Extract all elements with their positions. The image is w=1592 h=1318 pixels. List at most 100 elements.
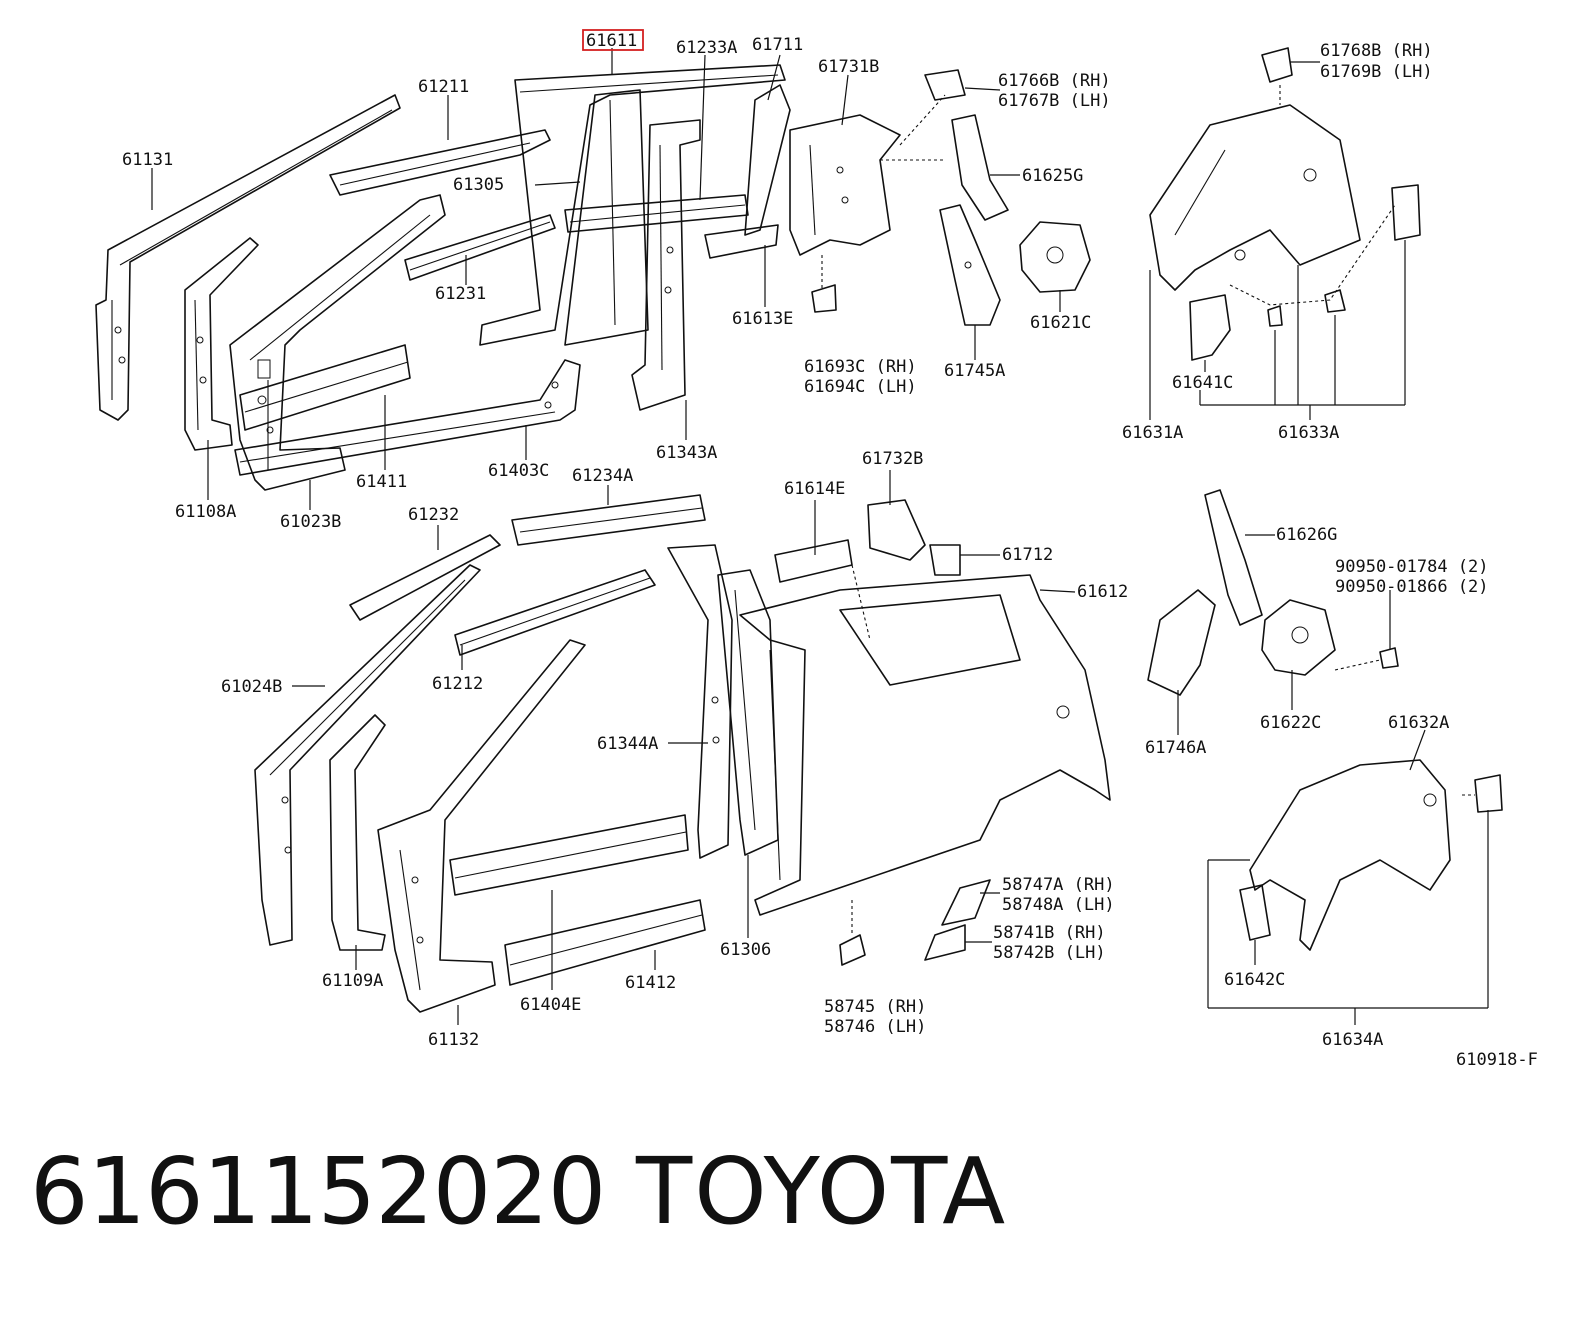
label-61109A[interactable]: 61109A [322, 971, 383, 991]
dashed-guides [821, 85, 1475, 935]
part-61232-drawing [349, 534, 501, 621]
label-58742B[interactable]: 58742B (LH) [993, 943, 1106, 963]
label-61694C[interactable]: 61694C (LH) [804, 377, 917, 397]
part-61404E-drawing [449, 814, 689, 896]
label-61642C[interactable]: 61642C [1224, 970, 1285, 990]
footer-brand-name: TOYOTA [636, 1138, 1008, 1245]
label-58748A[interactable]: 58748A (LH) [1002, 895, 1115, 915]
label-61234A[interactable]: 61234A [572, 466, 633, 486]
part-61622C-drawing [1261, 599, 1336, 676]
label-61768B[interactable]: 61768B (RH) [1320, 41, 1433, 61]
label-61233A[interactable]: 61233A [676, 38, 737, 58]
part-61766B-drawing [924, 69, 966, 101]
part-58747A-drawing [941, 879, 991, 926]
label-61232[interactable]: 61232 [408, 505, 459, 525]
part-61731B-drawing [789, 114, 901, 256]
label-61024B[interactable]: 61024B [221, 677, 282, 697]
label-58747A[interactable]: 58747A (RH) [1002, 875, 1115, 895]
part-61745A-drawing [939, 204, 1001, 326]
label-61306[interactable]: 61306 [720, 940, 771, 960]
part-61412-drawing [504, 899, 706, 986]
part-61212-drawing [454, 569, 656, 656]
part-61131-drawing [95, 94, 401, 421]
part-61632A-drawing [1249, 759, 1503, 951]
label-90950-01866[interactable]: 90950-01866 (2) [1335, 577, 1489, 597]
label-61131[interactable]: 61131 [122, 150, 173, 170]
part-61024B-drawing [254, 564, 481, 946]
part-61633A-drawing [1267, 184, 1421, 327]
part-61305-drawing [564, 194, 749, 233]
part-61403C-drawing [234, 359, 581, 476]
label-61622C[interactable]: 61622C [1260, 713, 1321, 733]
part-61712-drawing [929, 544, 961, 576]
label-61412[interactable]: 61412 [625, 973, 676, 993]
footer: 6161152020 TOYOTA [30, 1138, 1570, 1248]
label-61404E[interactable]: 61404E [520, 995, 581, 1015]
part-61612-drawing [739, 574, 1111, 916]
part-61343A-drawing [631, 119, 701, 411]
part-61611-drawing [479, 64, 786, 346]
part-61641C-drawing [1189, 294, 1231, 361]
label-61711[interactable]: 61711 [752, 35, 803, 55]
part-61108A-drawing [184, 237, 259, 451]
label-61211[interactable]: 61211 [418, 77, 469, 97]
label-61766B[interactable]: 61766B (RH) [998, 71, 1111, 91]
label-61403C[interactable]: 61403C [488, 461, 549, 481]
label-61641C[interactable]: 61641C [1172, 373, 1233, 393]
leader-lines [151, 48, 1489, 1025]
part-61109A-drawing [329, 714, 386, 951]
part-61234A-drawing [511, 494, 706, 546]
label-61731B[interactable]: 61731B [818, 57, 879, 77]
label-61613E[interactable]: 61613E [732, 309, 793, 329]
label-61693C[interactable]: 61693C (RH) [804, 357, 917, 377]
part-61023B-drawing [229, 194, 446, 491]
part-58745-drawing [839, 934, 866, 966]
part-61621C-drawing [1019, 221, 1091, 293]
label-90950-01784[interactable]: 90950-01784 (2) [1335, 557, 1489, 577]
label-61212[interactable]: 61212 [432, 674, 483, 694]
part-61231-drawing [404, 214, 556, 281]
label-61344A[interactable]: 61344A [597, 734, 658, 754]
label-61231[interactable]: 61231 [435, 284, 486, 304]
label-61614E[interactable]: 61614E [784, 479, 845, 499]
label-61621C[interactable]: 61621C [1030, 313, 1091, 333]
label-61745A[interactable]: 61745A [944, 361, 1005, 381]
part-61411-drawing [239, 344, 411, 431]
highlighted-part-box [582, 29, 644, 51]
part-61613E-drawing [704, 224, 779, 259]
label-61712[interactable]: 61712 [1002, 545, 1053, 565]
part-61211-drawing [329, 129, 551, 196]
label-61632A[interactable]: 61632A [1388, 713, 1449, 733]
label-61612[interactable]: 61612 [1077, 582, 1128, 602]
label-58745[interactable]: 58745 (RH) [824, 997, 926, 1017]
label-61108A[interactable]: 61108A [175, 502, 236, 522]
label-61023B[interactable]: 61023B [280, 512, 341, 532]
part-61626G-drawing [1204, 489, 1263, 626]
label-61767B[interactable]: 61767B (LH) [998, 91, 1111, 111]
footer-part-number: 6161152020 [30, 1138, 606, 1245]
label-61305[interactable]: 61305 [453, 175, 504, 195]
part-61132-drawing [377, 639, 586, 1013]
label-61611[interactable]: 61611 [586, 31, 637, 51]
label-61633A[interactable]: 61633A [1278, 423, 1339, 443]
part-90950-clip-drawing [1379, 647, 1399, 669]
part-61625G-drawing [951, 114, 1009, 221]
part-58741B-drawing [924, 924, 966, 961]
part-61768B-drawing [1261, 47, 1293, 83]
label-61634A[interactable]: 61634A [1322, 1030, 1383, 1050]
label-61343A[interactable]: 61343A [656, 443, 717, 463]
label-61746A[interactable]: 61746A [1145, 738, 1206, 758]
part-61631A-drawing [1149, 104, 1361, 291]
part-61746A-drawing [1147, 589, 1216, 696]
label-58741B[interactable]: 58741B (RH) [993, 923, 1106, 943]
label-61625G[interactable]: 61625G [1022, 166, 1083, 186]
label-58746[interactable]: 58746 (LH) [824, 1017, 926, 1037]
label-61626G[interactable]: 61626G [1276, 525, 1337, 545]
label-61411[interactable]: 61411 [356, 472, 407, 492]
label-61631A[interactable]: 61631A [1122, 423, 1183, 443]
label-61732B[interactable]: 61732B [862, 449, 923, 469]
part-61642C-drawing [1239, 884, 1271, 941]
label-61769B[interactable]: 61769B (LH) [1320, 62, 1433, 82]
label-61132[interactable]: 61132 [428, 1030, 479, 1050]
